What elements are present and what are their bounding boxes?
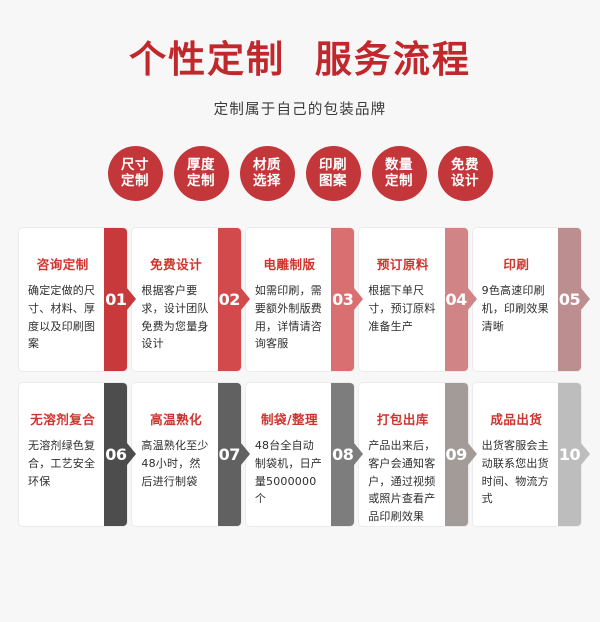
step-number-tab: 08 — [331, 382, 355, 526]
step-card-body: 咨询定制确定定做的尺寸、材料、厚度以及印刷图案 — [19, 228, 104, 371]
badge-label-line2: 选择 — [253, 173, 281, 190]
step-number-tab: 07 — [217, 382, 241, 526]
step-number: 02 — [218, 289, 241, 309]
step-description: 9色高速印刷机，印刷效果清晰 — [481, 283, 549, 333]
step-number-tab: 01 — [104, 227, 128, 371]
badge-label-line1: 厚度 — [187, 156, 215, 173]
step-number-tab: 04 — [444, 227, 468, 371]
step-title: 打包出库 — [376, 411, 429, 427]
step-card-05[interactable]: 印刷 9色高速印刷机，印刷效果清晰 05 — [471, 226, 583, 372]
step-description: 产品出来后，客户会通知客户，通过视频或照片查看产品印刷效果 — [368, 438, 436, 524]
badge-label-line2: 定制 — [187, 173, 215, 190]
step-number: 07 — [218, 444, 241, 464]
step-title: 印刷 — [503, 256, 530, 272]
step-number-tab: 05 — [558, 227, 582, 371]
step-title: 制袋/整理 — [260, 411, 319, 427]
step-card-body: 无溶剂复合无溶剂绿色复合，工艺安全环保 — [19, 383, 104, 526]
step-description: 48台全自动制袋机，日产量5000000个 — [254, 438, 323, 506]
step-card-body: 免费设计根据客户要求，设计团队免费为您量身设计 — [132, 228, 217, 371]
step-card-body: 打包出库产品出来后，客户会通知客户，通过视频或照片查看产品印刷效果 — [359, 383, 444, 526]
step-card-body: 电雕制版如需印刷，需要额外制版费用，详情请咨询客服 — [246, 228, 331, 371]
step-description: 出货客服会主动联系您出货时间、物流方式 — [481, 438, 549, 506]
step-number-tab: 10 — [558, 382, 582, 526]
badge-free-design[interactable]: 免费设计 — [437, 145, 493, 201]
step-number-tab: 06 — [104, 382, 128, 526]
step-number: 06 — [105, 444, 127, 464]
step-title: 电雕制版 — [263, 256, 316, 272]
badge-size-custom[interactable]: 尺寸定制 — [107, 145, 163, 201]
step-title: 免费设计 — [150, 256, 203, 272]
badge-label-line1: 免费 — [451, 156, 479, 173]
step-number-tab: 09 — [444, 382, 468, 526]
step-number-tab: 02 — [217, 227, 241, 371]
step-number: 04 — [445, 289, 467, 309]
badge-label-line2: 定制 — [121, 173, 149, 190]
step-card-body: 印刷 9色高速印刷机，印刷效果清晰 — [473, 228, 558, 371]
page-subtitle: 定制属于自己的包装品牌 — [213, 101, 387, 118]
step-description: 无溶剂绿色复合，工艺安全环保 — [28, 438, 96, 488]
page-header: 个性定制 服务流程 定制属于自己的包装品牌 — [0, 0, 600, 119]
step-title: 预订原料 — [376, 256, 429, 272]
step-number-tab: 03 — [331, 227, 355, 371]
step-description: 确定定做的尺寸、材料、厚度以及印刷图案 — [28, 283, 96, 351]
step-number: 09 — [445, 444, 467, 464]
step-title: 无溶剂复合 — [30, 411, 96, 427]
step-number: 01 — [105, 289, 127, 309]
feature-badge-row: 尺寸定制厚度定制材质选择印刷图案数量定制免费设计 — [0, 145, 600, 201]
page-title: 个性定制 服务流程 — [129, 37, 471, 81]
badge-label-line1: 印刷 — [319, 156, 347, 173]
step-description: 如需印刷，需要额外制版费用，详情请咨询客服 — [254, 283, 323, 351]
step-description: 根据下单尺寸，预订原料准备生产 — [368, 283, 436, 333]
step-number: 05 — [558, 289, 581, 309]
step-title: 成品出货 — [490, 411, 543, 427]
badge-print-pattern[interactable]: 印刷图案 — [305, 145, 361, 201]
step-description: 高温熟化至少48小时，然后进行制袋 — [141, 438, 209, 488]
step-number: 10 — [558, 444, 581, 464]
badge-label-line2: 设计 — [451, 173, 479, 190]
badge-quantity-custom[interactable]: 数量定制 — [371, 145, 427, 201]
step-description: 根据客户要求，设计团队免费为您量身设计 — [141, 283, 209, 351]
step-title: 高温熟化 — [150, 411, 203, 427]
step-number: 08 — [332, 444, 354, 464]
badge-label-line1: 尺寸 — [121, 156, 149, 173]
badge-label-line2: 定制 — [385, 173, 413, 190]
step-card-body: 制袋/整理 48台全自动制袋机，日产量5000000个 — [246, 383, 331, 526]
badge-label-line1: 数量 — [385, 156, 413, 173]
step-card-08[interactable]: 制袋/整理 48台全自动制袋机，日产量5000000个 08 — [244, 381, 356, 527]
step-card-body: 高温熟化高温熟化至少48小时，然后进行制袋 — [132, 383, 217, 526]
badge-material-choice[interactable]: 材质选择 — [239, 145, 295, 201]
badge-label-line1: 材质 — [253, 156, 281, 173]
badge-label-line2: 图案 — [319, 173, 347, 190]
step-card-body: 预订原料根据下单尺寸，预订原料准备生产 — [359, 228, 444, 371]
badge-thickness-custom[interactable]: 厚度定制 — [173, 145, 229, 201]
step-title: 咨询定制 — [36, 256, 89, 272]
step-card-body: 成品出货出货客服会主动联系您出货时间、物流方式 — [473, 383, 558, 526]
step-number: 03 — [332, 289, 354, 309]
